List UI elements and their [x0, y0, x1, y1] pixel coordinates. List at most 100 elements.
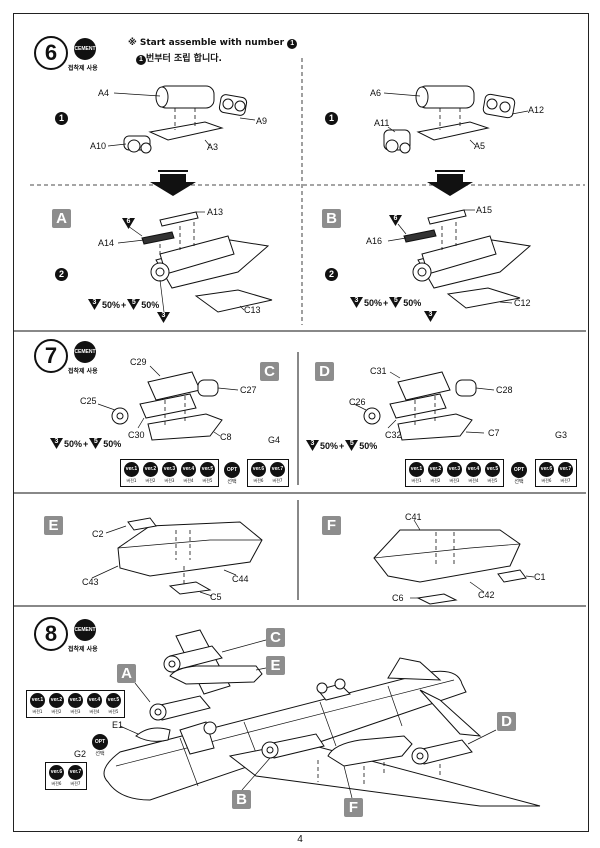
step6-left-parts [107, 85, 256, 154]
part-c28 [455, 379, 477, 397]
page-frame [13, 13, 589, 832]
part-c29 [147, 371, 201, 401]
label-c8: C8 [220, 432, 232, 442]
assembly-box-f-final: F [344, 798, 363, 817]
part-a16 [403, 229, 437, 243]
stepE-assembly [91, 517, 263, 597]
paint-mix-right: 3 50%+ 5 50% [350, 297, 421, 308]
label-a14: A14 [98, 238, 115, 248]
step6-right-parts [383, 85, 529, 154]
label-c42: C42 [478, 590, 495, 600]
label-c32: C32 [385, 430, 402, 440]
label-c26: C26 [349, 397, 366, 407]
assembly-box-c-final: C [266, 628, 285, 647]
label-a13: A13 [207, 207, 224, 217]
step-6-number: 6 [34, 36, 68, 70]
fuel-tank-f [327, 735, 413, 767]
part-c27 [197, 379, 219, 397]
paint-triangle-3-right: 3 [424, 311, 437, 322]
assembly-note-en: ※ Start assemble with number 1 [128, 38, 298, 49]
assembly-box-b: B [322, 209, 341, 228]
step6-down-arrows [150, 170, 473, 196]
part-c12 [446, 287, 521, 309]
cement-caption-7: 접착제 사용 [68, 368, 98, 375]
step6-left-assembly [117, 211, 273, 313]
label-a16: A16 [366, 236, 383, 246]
label-c5: C5 [210, 592, 222, 602]
label-g2: G2 [74, 749, 87, 759]
paint-triangle-3-left: 3 [157, 312, 170, 323]
part-c31 [397, 371, 451, 401]
label-c41: C41 [405, 512, 422, 522]
label-c31: C31 [370, 366, 387, 376]
part-c7 [397, 413, 473, 441]
label-a6: A6 [370, 88, 382, 98]
paint-triangle-6-right: 6 [389, 215, 402, 226]
part-c1 [497, 569, 527, 583]
cement-caption: 접착제 사용 [68, 65, 98, 72]
part-c13 [194, 289, 273, 313]
part-a13 [159, 211, 199, 227]
label-c43: C43 [82, 577, 99, 587]
step7-left-assembly [97, 365, 239, 441]
horizontal-tail [419, 689, 482, 737]
label-c6: C6 [392, 593, 404, 603]
stepF-assembly [373, 519, 535, 605]
paint-mix-step7-left: 3 50%+ 5 50% [50, 438, 121, 449]
label-g3: G3 [555, 430, 568, 440]
step7-right-assembly [353, 371, 495, 441]
assembly-box-e-final: E [266, 656, 285, 675]
part-a3 [148, 121, 224, 141]
label-c28: C28 [496, 385, 513, 395]
engine-pod-d [411, 739, 473, 765]
label-c12: C12 [514, 298, 531, 308]
step6-sub-1-right: 1 [325, 112, 338, 125]
label-a4: A4 [98, 88, 110, 98]
label-g4: G4 [268, 435, 281, 445]
label-e1: E1 [112, 720, 124, 730]
fuel-tank-e [169, 665, 263, 685]
engine-pod-a [149, 695, 211, 721]
step-8-number: 8 [34, 617, 68, 651]
label-c25: C25 [80, 396, 97, 406]
label-a3: A3 [207, 142, 219, 152]
label-c1: C1 [534, 572, 546, 582]
step6-sub-2-left: 2 [55, 268, 68, 281]
part-e1 [135, 727, 171, 742]
step6-right-assembly [387, 209, 532, 309]
paint-mix-step7-right: 3 50%+ 5 50% [306, 440, 377, 451]
page-number: 4 [297, 834, 303, 845]
part-a14 [141, 231, 175, 245]
assembly-box-a-final: A [117, 664, 136, 683]
part-a15 [427, 209, 467, 225]
label-c2: C2 [92, 529, 104, 539]
engine-pod-b [261, 733, 325, 759]
part-c44 [117, 521, 263, 577]
label-a11: A11 [374, 118, 390, 128]
step-7-number: 7 [34, 339, 68, 373]
vertical-tail [387, 657, 442, 681]
label-c30: C30 [128, 430, 145, 440]
assembly-box-e: E [44, 516, 63, 535]
assembly-box-a: A [52, 209, 71, 228]
fuselage [103, 670, 467, 801]
cement-caption-8: 접착제 사용 [68, 646, 98, 653]
part-c6 [416, 593, 458, 605]
label-a15: A15 [476, 205, 493, 215]
part-c42 [373, 529, 521, 583]
label-a12: A12 [528, 105, 545, 115]
label-c29: C29 [130, 357, 147, 367]
label-c27: C27 [240, 385, 257, 395]
cement-badge-7: CEMENT [74, 341, 96, 363]
